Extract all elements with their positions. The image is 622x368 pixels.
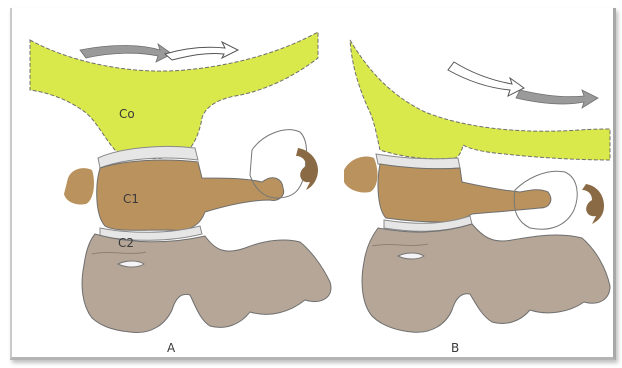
occiput-bone-a: [30, 32, 318, 159]
anterior-tubercle-a: [64, 168, 94, 204]
label-panel-b: B: [451, 341, 459, 355]
anterior-tubercle-b: [344, 157, 377, 193]
axis-bone-b: [362, 224, 610, 332]
panel-b: [344, 40, 610, 332]
panel-a: [30, 32, 331, 333]
atlas-bone-b: [378, 164, 551, 222]
panel-a-side-arrow: [296, 148, 318, 190]
label-panel-a: A: [167, 341, 176, 355]
panel-a-top-arrow: [80, 42, 238, 62]
label-axis-a: C2: [118, 236, 134, 250]
label-atlas-a: C1: [123, 192, 139, 206]
label-occiput-a: Co: [119, 107, 135, 121]
panel-b-top-arrow: [448, 62, 598, 108]
panel-b-side-arrow: [582, 184, 604, 224]
